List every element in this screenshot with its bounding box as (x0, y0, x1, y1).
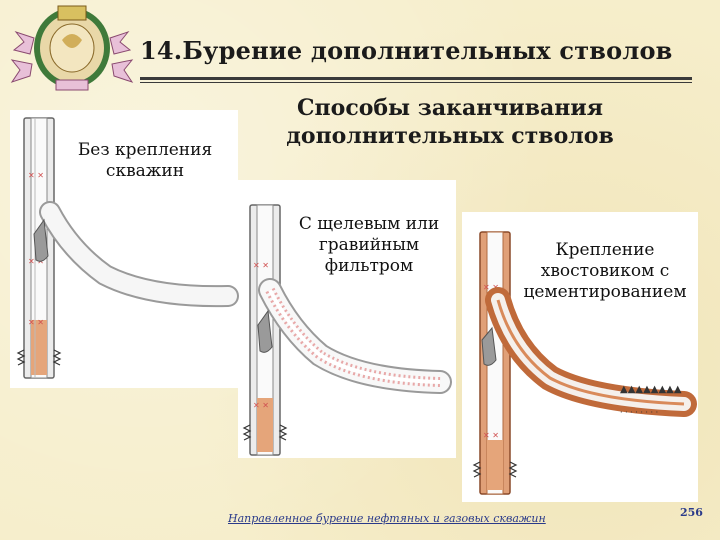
method-label-open-hole: Без крепления скважин (60, 140, 230, 182)
svg-text:✕ ✕: ✕ ✕ (28, 318, 44, 327)
subtitle-line-1: Способы заканчивания (297, 95, 603, 121)
svg-text:· · · · · · · ·: · · · · · · · · (620, 408, 658, 417)
subtitle-line-2: дополнительных стволов (286, 123, 614, 149)
footer-course-title: Направленное бурение нефтяных и газовых … (228, 512, 546, 525)
method-2-line-1: С щелевым или (298, 214, 440, 234)
title-rule-thin (140, 82, 692, 83)
method-label-cemented-liner: Крепление хвостовиком с цементированием (516, 240, 694, 303)
svg-text:✕ ✕: ✕ ✕ (28, 257, 44, 266)
title-rule-thick (140, 77, 692, 80)
method-3-line-3: цементированием (523, 282, 687, 302)
svg-text:✕ ✕: ✕ ✕ (253, 401, 269, 410)
method-3-line-2: хвостовиком с (540, 261, 670, 281)
svg-text:✕ ✕: ✕ ✕ (253, 261, 269, 270)
university-emblem-icon (10, 5, 134, 91)
method-1-line-2: скважин (105, 161, 185, 181)
method-1-line-1: Без крепления (77, 140, 213, 160)
method-2-line-2: гравийным (318, 235, 420, 255)
slide-subtitle: Способы заканчивания дополнительных ство… (280, 94, 620, 150)
svg-text:✕ ✕: ✕ ✕ (28, 171, 44, 180)
method-2-line-3: фильтром (324, 256, 414, 276)
page-number: 256 (680, 506, 703, 519)
svg-text:▲▲▲▲▲▲▲▲: ▲▲▲▲▲▲▲▲ (620, 384, 682, 395)
svg-text:✕ ✕: ✕ ✕ (483, 283, 499, 292)
method-label-slotted-filter: С щелевым или гравийным фильтром (284, 214, 454, 277)
svg-text:✕ ✕: ✕ ✕ (483, 431, 499, 440)
slide-title: 14.Бурение дополнительных стволов (140, 36, 673, 65)
method-3-line-1: Крепление (555, 240, 655, 260)
